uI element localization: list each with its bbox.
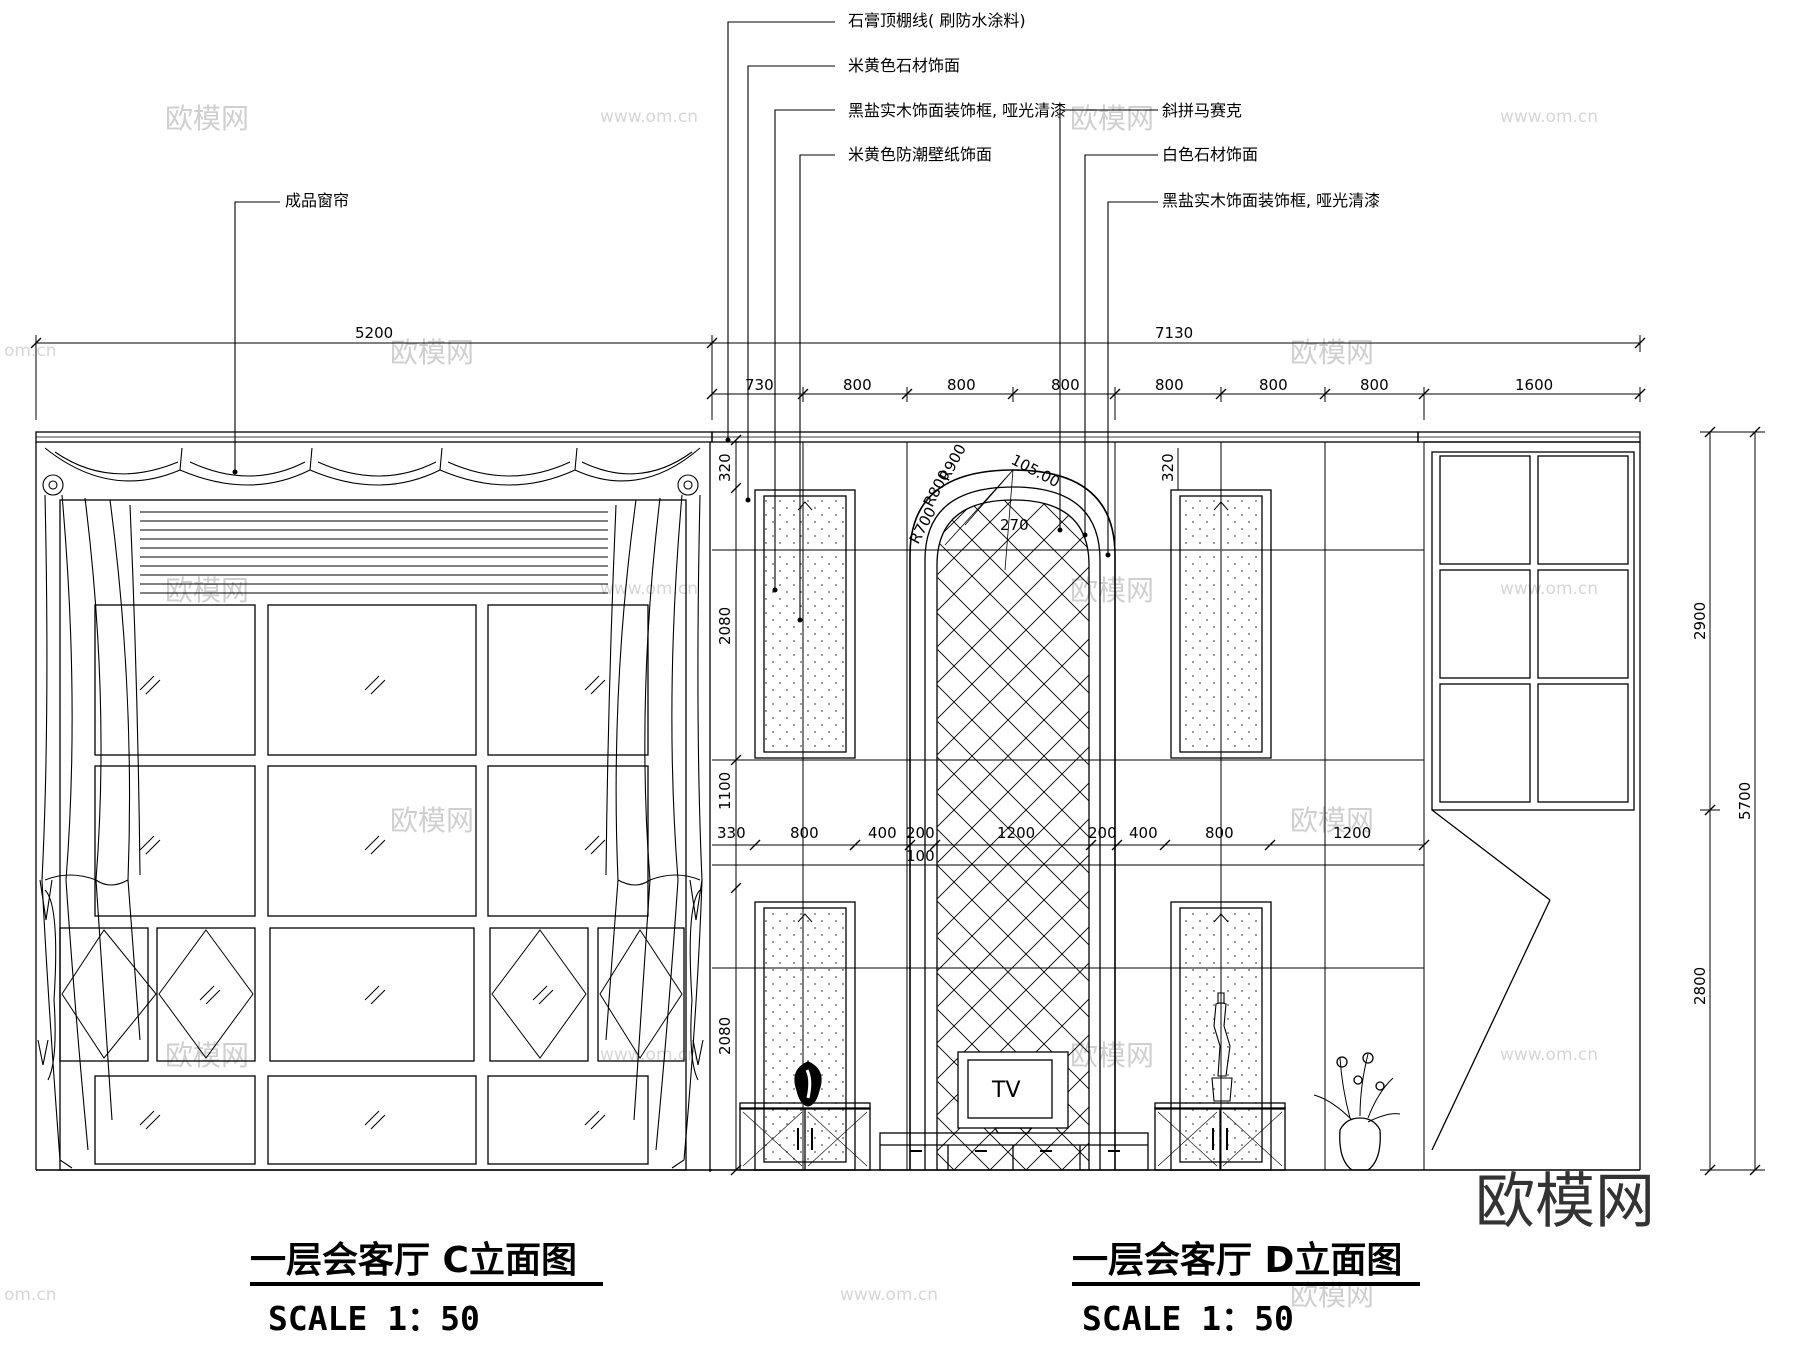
side-cabinets	[739, 1102, 1286, 1171]
watermark-url: www.om.cn	[840, 1285, 938, 1305]
dim-top-6: 800	[1259, 376, 1288, 394]
annotations: 石膏顶棚线( 刷防水涂料) 米黄色石材饰面 黑盐实木饰面装饰框, 哑光清漆 米黄…	[285, 11, 1380, 210]
dim-mid-7: 400	[1129, 824, 1158, 842]
dim-c-total: 5200	[355, 324, 393, 342]
annotation-walnut-frame-right: 黑盐实木饰面装饰框, 哑光清漆	[1162, 191, 1380, 210]
annotation-white-stone: 白色石材饰面	[1162, 145, 1258, 164]
dim-right-2: 2800	[1691, 967, 1709, 1005]
dim-mid-8: 800	[1205, 824, 1234, 842]
dim-d-total: 7130	[1155, 324, 1193, 342]
watermark-url: www.om.cn	[1500, 1045, 1598, 1065]
watermark-brand: 欧模网	[1290, 804, 1374, 837]
watermark-brand: 欧模网	[165, 574, 249, 607]
dim-left-2: 2080	[716, 607, 734, 645]
watermark-logo: 欧模网	[1475, 1167, 1655, 1237]
dim-top-8: 1600	[1515, 376, 1553, 394]
window-panes	[59, 604, 685, 1165]
scale-c: SCALE 1：50	[268, 1299, 480, 1338]
dim-left-3: 1100	[716, 772, 734, 810]
dim-mid-4: 200	[906, 824, 935, 842]
watermark-url: www.om.cn	[600, 579, 698, 599]
watermark-brand: 欧模网	[1070, 102, 1154, 135]
dim-mid-9: 1200	[1333, 824, 1371, 842]
dim-mid-5: 1200	[997, 824, 1035, 842]
annotation-beige-stone: 米黄色石材饰面	[848, 56, 960, 75]
watermark-url: om.cn	[4, 1285, 57, 1305]
dim-top-1: 730	[745, 376, 774, 394]
watermark-brand: 欧模网	[165, 1039, 249, 1072]
watermark-url: www.om.cn	[1500, 579, 1598, 599]
annotation-mosaic: 斜拼马赛克	[1162, 101, 1242, 120]
leader-lines	[234, 21, 1158, 620]
curtain	[37, 447, 704, 1169]
watermark-url: www.om.cn	[1500, 107, 1598, 127]
annotation-walnut-frame-left: 黑盐实木饰面装饰框, 哑光清漆	[848, 101, 1066, 120]
dim-right-1: 2900	[1691, 602, 1709, 640]
annotation-beige-wallpaper: 米黄色防潮壁纸饰面	[848, 145, 992, 164]
dim-radius-3: R700	[906, 504, 940, 547]
dim-arch-angle: 105.00	[1008, 451, 1063, 492]
dim-mid-6: 200	[1088, 824, 1117, 842]
dim-mid-3: 400	[868, 824, 897, 842]
watermarks: 欧模网 欧模网 欧模网 欧模网 欧模网 欧模网 欧模网 欧模网 欧模网 欧模网 …	[4, 102, 1655, 1312]
scale-d: SCALE 1：50	[1082, 1299, 1294, 1338]
annotation-gypsum-cornice: 石膏顶棚线( 刷防水涂料)	[848, 11, 1026, 30]
dim-gap: 100	[906, 847, 935, 865]
annotation-curtain: 成品窗帘	[285, 191, 349, 210]
right-display-cabinet	[1431, 451, 1635, 1151]
dim-total-height: 5700	[1736, 782, 1754, 820]
d-elevation	[710, 431, 1641, 1171]
watermark-url: om.cn	[4, 341, 57, 361]
watermark-url: www.om.cn	[600, 1045, 698, 1065]
dim-top-4: 800	[1051, 376, 1080, 394]
dim-top-2: 800	[843, 376, 872, 394]
dim-right-cabinet-top: 320	[1159, 453, 1177, 482]
titles: 一层会客厅 C立面图 SCALE 1：50 一层会客厅 D立面图 SCALE 1…	[250, 1240, 1420, 1338]
leader-dots	[232, 437, 1111, 623]
dim-top-3: 800	[947, 376, 976, 394]
c-elevation	[35, 431, 713, 1172]
watermark-brand: 欧模网	[390, 804, 474, 837]
watermark-brand: 欧模网	[1290, 336, 1374, 369]
dim-mid-1: 330	[717, 824, 746, 842]
dim-arch-width: 270	[1000, 516, 1029, 534]
dim-left-4: 2080	[716, 1017, 734, 1055]
title-c-elevation: 一层会客厅 C立面图	[250, 1240, 577, 1281]
wallpaper-panels	[754, 489, 1272, 1171]
watermark-brand: 欧模网	[390, 336, 474, 369]
dim-top-7: 800	[1360, 376, 1389, 394]
decor	[794, 992, 1401, 1171]
dim-top-5: 800	[1155, 376, 1184, 394]
tv-label: TV	[991, 1078, 1021, 1103]
watermark-url: www.om.cn	[600, 107, 698, 127]
dimension-lines	[30, 21, 1765, 1176]
tv-console	[879, 1051, 1149, 1171]
dim-left-1: 320	[716, 453, 734, 482]
watermark-brand: 欧模网	[165, 102, 249, 135]
dim-mid-2: 800	[790, 824, 819, 842]
title-d-elevation: 一层会客厅 D立面图	[1072, 1240, 1402, 1281]
